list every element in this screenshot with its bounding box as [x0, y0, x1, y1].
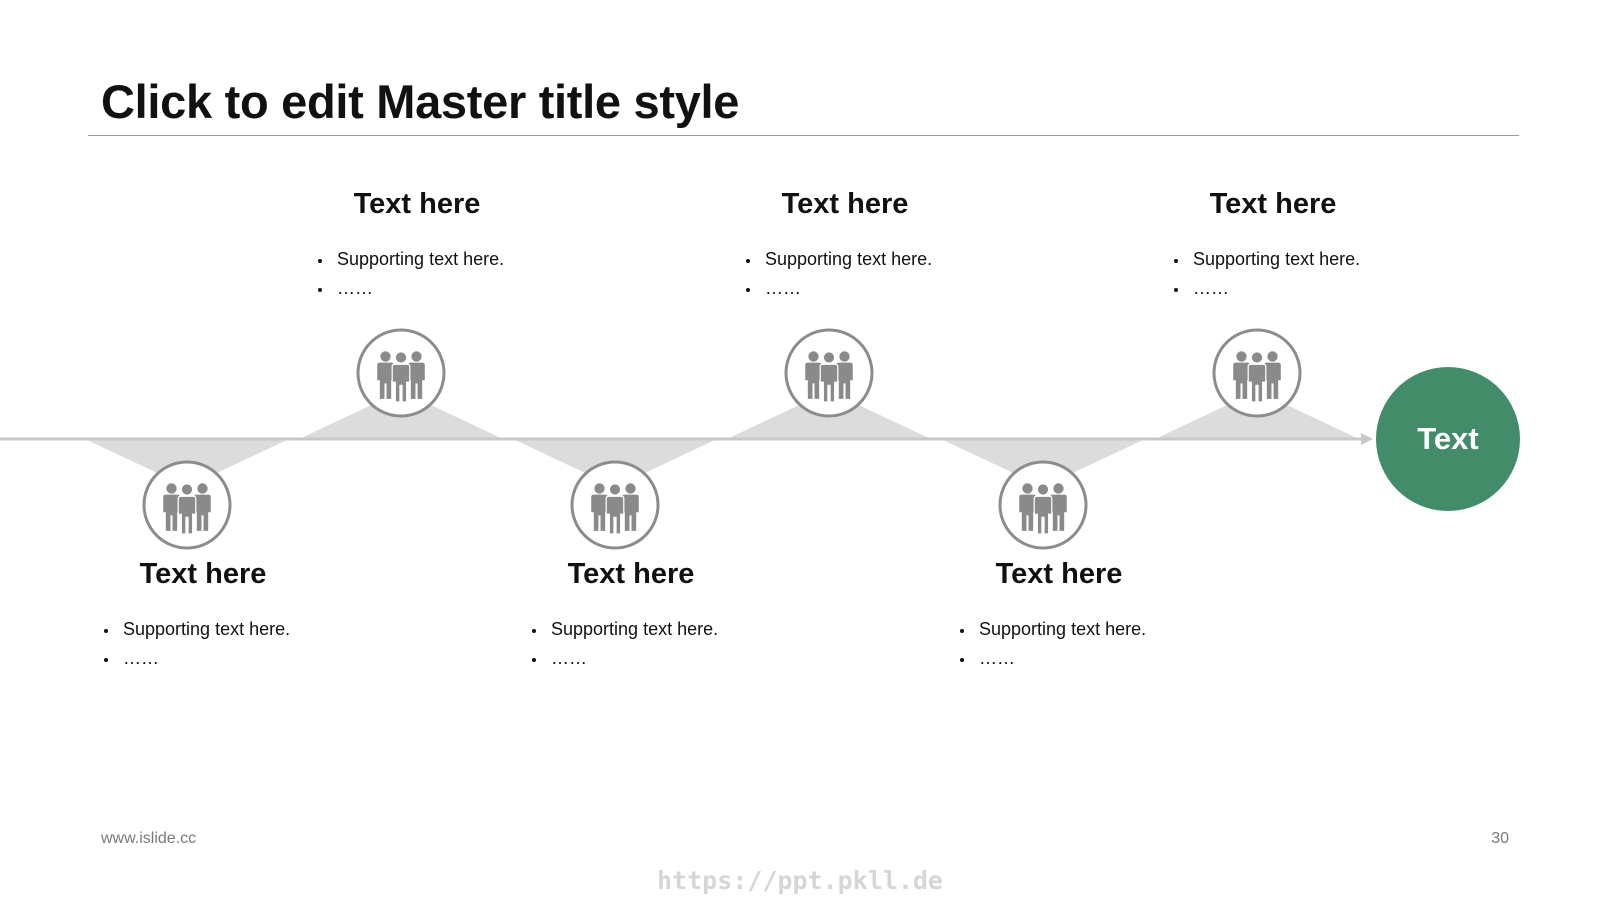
step-bullet-list: Supporting text here.……	[525, 615, 785, 673]
end-circle[interactable]	[1376, 367, 1520, 511]
step-bullet-list: Supporting text here.……	[953, 615, 1213, 673]
step-bullet[interactable]: ……	[1189, 274, 1427, 303]
timeline-step-6: Text hereSupporting text here.……	[1167, 188, 1427, 303]
step-bullet[interactable]: Supporting text here.	[547, 615, 785, 644]
title-divider	[88, 135, 1519, 136]
timeline-step-3: Text hereSupporting text here.……	[525, 558, 785, 673]
step-heading[interactable]: Text here	[781, 188, 909, 220]
step-bullet[interactable]: ……	[333, 274, 571, 303]
step-bullet[interactable]: ……	[761, 274, 999, 303]
step-heading[interactable]: Text here	[995, 558, 1123, 590]
end-circle-label: Text	[1417, 421, 1479, 456]
step-heading[interactable]: Text here	[353, 188, 481, 220]
step-bullet[interactable]: ……	[547, 644, 785, 673]
step-bullet-list: Supporting text here.……	[739, 245, 999, 303]
footer-website: www.islide.cc	[101, 830, 197, 847]
step-bullet[interactable]: ……	[975, 644, 1213, 673]
timeline-arrowhead	[1361, 433, 1373, 445]
timeline-step-5: Text hereSupporting text here.……	[953, 558, 1213, 673]
step-heading[interactable]: Text here	[567, 558, 695, 590]
step-bullet[interactable]: Supporting text here.	[761, 245, 999, 274]
step-bullet-list: Supporting text here.……	[97, 615, 357, 673]
icon-layer	[142, 328, 1302, 550]
page-number: 30	[1491, 830, 1509, 847]
timeline-step-1: Text hereSupporting text here.……	[97, 558, 357, 673]
step-heading[interactable]: Text here	[1209, 188, 1337, 220]
step-bullet-list: Supporting text here.……	[1167, 245, 1427, 303]
step-bullet-list: Supporting text here.……	[311, 245, 571, 303]
slide-title[interactable]: Click to edit Master title style	[101, 75, 740, 128]
step-bullet[interactable]: ……	[119, 644, 357, 673]
watermark-text: https://ppt.pkll.de	[657, 866, 943, 895]
step-bullet[interactable]: Supporting text here.	[119, 615, 357, 644]
step-heading[interactable]: Text here	[139, 558, 267, 590]
step-bullet[interactable]: Supporting text here.	[1189, 245, 1427, 274]
step-bullet[interactable]: Supporting text here.	[975, 615, 1213, 644]
timeline-step-4: Text hereSupporting text here.……	[739, 188, 999, 303]
step-bullet[interactable]: Supporting text here.	[333, 245, 571, 274]
timeline-step-2: Text hereSupporting text here.……	[311, 188, 571, 303]
